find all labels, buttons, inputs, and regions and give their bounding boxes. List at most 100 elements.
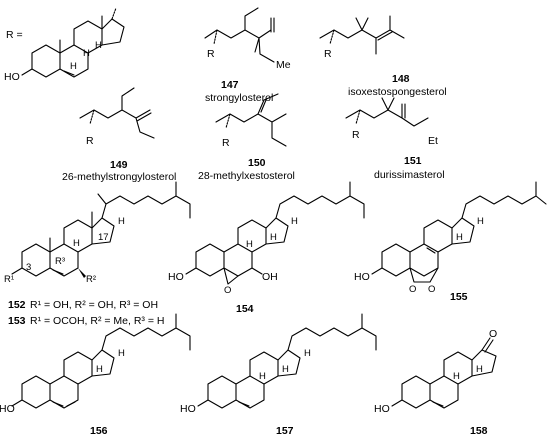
ring-b [59,44,89,78]
h-label: H [270,232,277,243]
compound-number-157: 157 [276,425,294,437]
ring-b-double-158 [432,401,444,407]
peroxide-o-label: O [409,284,416,295]
h-label: H [304,348,311,359]
et-label-151: Et [428,135,438,147]
ring-c-158 [443,351,473,385]
ring-b-double [63,70,75,76]
ring-d-152 [91,217,115,245]
compound-158: HO O H H 158 [374,328,497,437]
side-chain-150 [215,93,287,147]
ho-label-154: HO [168,271,184,283]
peroxide-o-label: O [428,284,435,295]
h-label: H [95,40,102,51]
r-label-149: R [86,135,94,147]
ho-bond-157 [197,399,209,407]
h-label: H [118,348,125,359]
r-bond-149 [89,109,95,125]
h-label: H [246,239,253,250]
ho-bond [21,68,33,76]
compound-number-154: 154 [236,303,254,315]
ring-a-158 [401,375,431,409]
compound-number-148: 148 [392,73,410,85]
ho-label: HO [4,71,20,83]
compound-148: R 148 isoxestospongesterol [319,15,447,98]
double-bond-147 [270,17,275,33]
side-chain-148 [319,15,405,55]
ketone-o-label: O [489,328,497,340]
ring-b-157 [235,375,265,409]
ring-c-154 [237,219,267,253]
side-chain-147 [204,7,275,63]
h-label: H [70,61,77,72]
ring-a-155 [381,243,411,277]
ring-b-double-152 [52,269,64,275]
ring-d-154 [265,217,289,245]
double-bond-149 [136,112,152,122]
ho-label-156: HO [0,403,15,415]
compound-151: R Et 151 durissimasterol [345,97,445,181]
ho-bond-154 [185,267,197,275]
compound-name-151: durissimasterol [374,169,445,181]
compound-name-149: 26-methylstrongylosterol [62,171,176,183]
peroxide-bridge-155 [409,267,439,283]
r2-wedge [78,268,86,278]
me-label-147: Me [276,59,291,71]
side-chain-151 [345,97,429,127]
compound-substituents-153: R¹ = OCOH, R² = Me, R³ = H [30,315,164,327]
ring-a-157 [207,375,237,409]
side-chain-156 [101,313,191,351]
compound-number-153: 153 [8,315,26,327]
compound-name-148: isoxestospongesterol [348,86,447,98]
r1-label: R¹ [4,274,14,285]
ring-a-156 [21,375,51,409]
compound-149: R 149 26-methylstrongylosterol [62,87,176,183]
ho-bond-155 [371,267,383,275]
compound-number-156: 156 [90,425,108,437]
ring-d-158 [471,349,497,377]
ring-c-157 [249,351,279,385]
h-label: H [456,232,463,243]
side-chain-155 [461,181,547,219]
epoxide-154 [223,267,239,285]
r-bond-151 [355,109,361,125]
ho-label-157: HO [180,403,196,415]
double-bond-148 [377,31,393,41]
ring-b-156 [49,375,79,409]
h-label: H [282,364,289,375]
h-label: H [291,216,298,227]
oh-bond-154 [251,267,263,275]
ring-b-158 [429,375,459,409]
compound-150: R 150 28-methylxestosterol [198,93,295,182]
compound-number-152: 152 [8,299,26,311]
compound-number-150: 150 [248,157,266,169]
ring-d-156 [91,349,115,377]
h-label: H [118,216,125,227]
ring-c [73,20,103,54]
ring-b-152 [49,243,79,277]
r3-label: R³ [55,256,65,267]
ho-label-155: HO [354,271,370,283]
side-chain-152 [97,181,191,219]
ring-a-154 [195,243,225,277]
ring-b-double-157 [238,401,250,407]
compound-147: R Me 147 strongylosterol [204,7,291,104]
r-label-147: R [207,48,215,60]
ring-b-double-155 [426,247,436,254]
compound-name-147: strongylosterol [205,92,273,104]
ring-c-156 [63,351,93,385]
methyls-152 [49,211,93,253]
compound-157: HO H H H 157 [180,313,377,437]
ho-bond-158 [391,399,403,407]
ring-c-152 [63,219,93,253]
r-bond-147 [213,29,218,45]
ring-b-154 [223,243,253,277]
h-label: H [73,238,80,249]
ring-d-157 [277,349,301,377]
ring-d [101,18,125,46]
ring-d-155 [451,217,475,245]
ketone-158 [481,337,494,353]
h-label: H [453,371,460,382]
compound-number-147: 147 [221,79,239,91]
